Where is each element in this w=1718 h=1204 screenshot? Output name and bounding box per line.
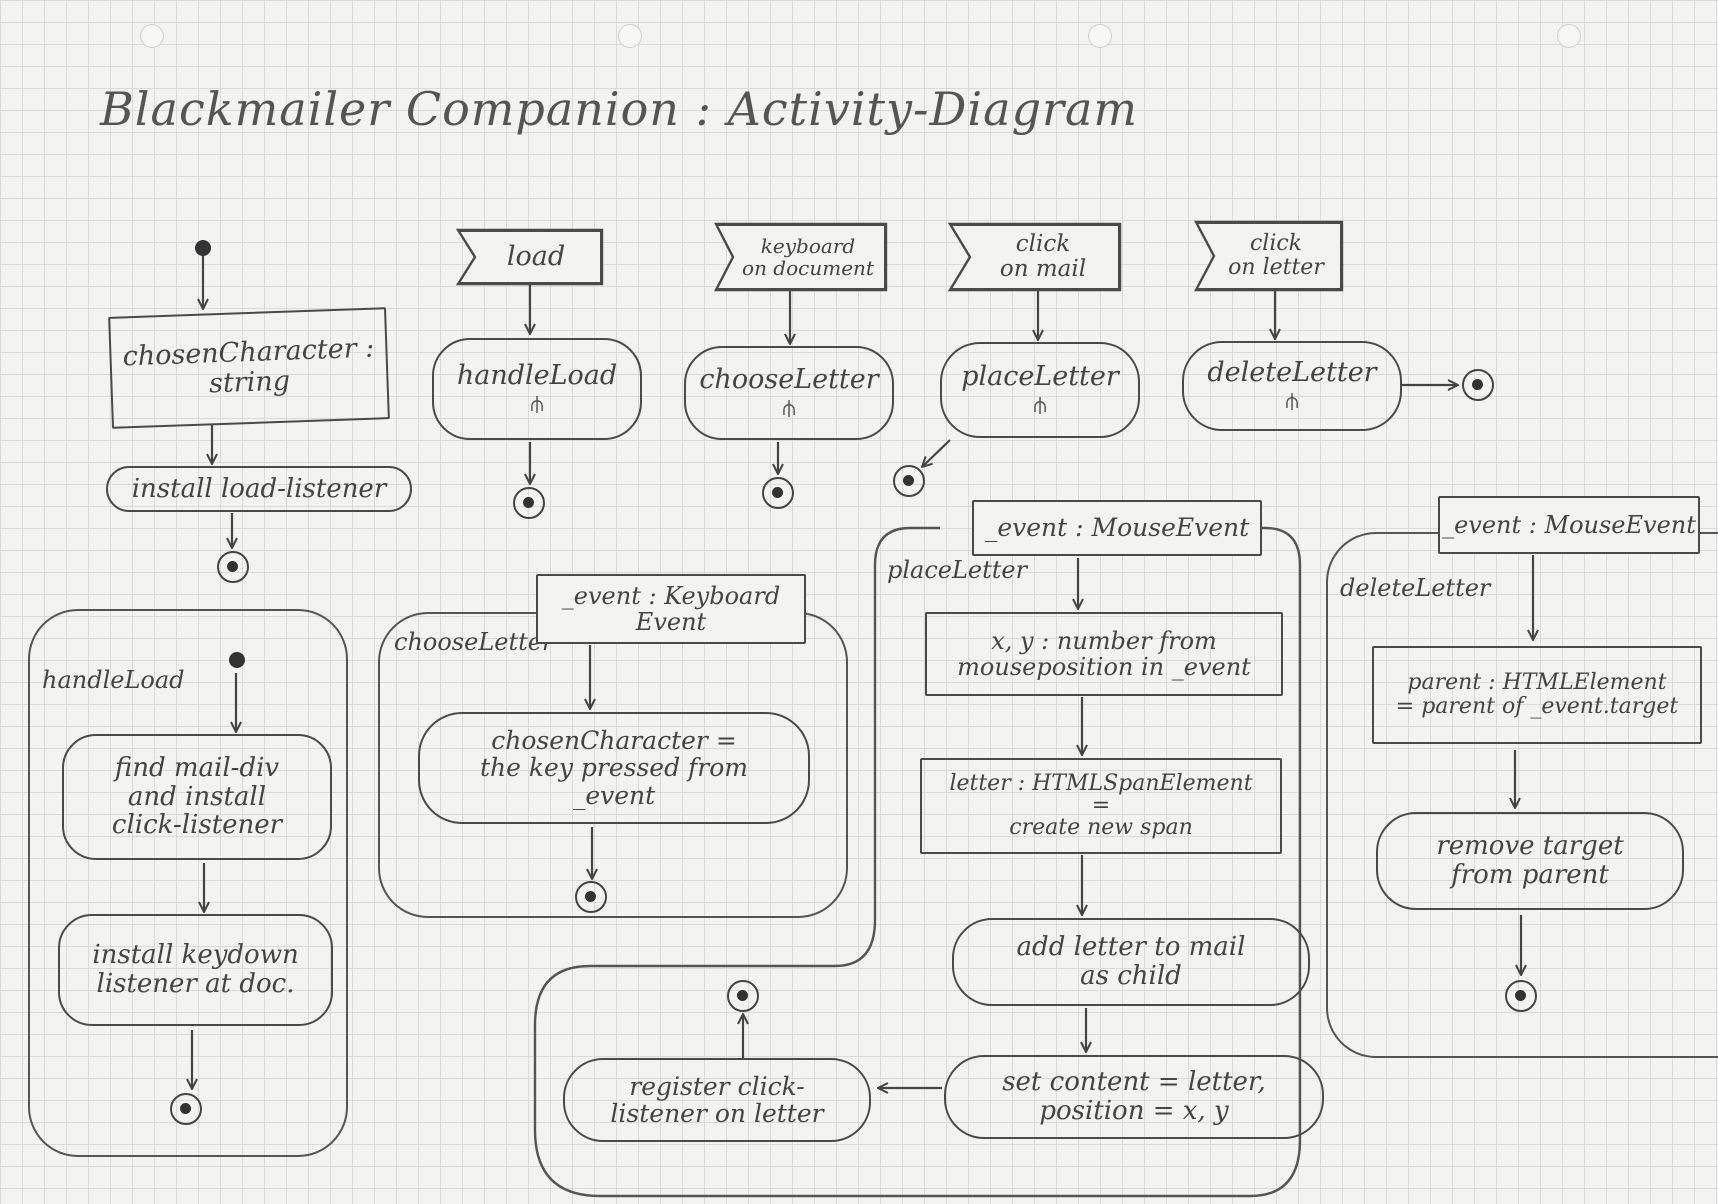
action-text: placeLetter bbox=[961, 361, 1119, 393]
register-click-listener-action: register click- listener on letter bbox=[563, 1058, 871, 1142]
action-text: chooseLetter bbox=[699, 364, 879, 396]
binder-hole bbox=[1088, 24, 1112, 48]
action-text: remove target from parent bbox=[1436, 831, 1624, 890]
action-text: install load-listener bbox=[131, 473, 387, 504]
place-letter-action: placeLetter ⫛ bbox=[940, 342, 1140, 438]
action-text: add letter to mail as child bbox=[1016, 932, 1246, 991]
handle-load-action: handleLoad ⫛ bbox=[432, 338, 642, 440]
final-node bbox=[513, 487, 545, 519]
xy-object-node: x, y : number from mouseposition in _eve… bbox=[925, 612, 1283, 696]
install-load-listener-action: install load-listener bbox=[106, 466, 412, 512]
binder-hole bbox=[140, 24, 164, 48]
set-content-position-action: set content = letter, position = x, y bbox=[944, 1055, 1324, 1139]
mouse-event-parameter: _event : MouseEvent bbox=[972, 500, 1262, 556]
signal-load: load bbox=[458, 230, 602, 284]
activity-label: handleLoad bbox=[42, 666, 185, 694]
signal-label: load bbox=[506, 241, 566, 273]
action-text: set content = letter, position = x, y bbox=[1002, 1067, 1266, 1126]
final-node bbox=[893, 465, 925, 497]
set-chosen-character-action: chosenCharacter = the key pressed from _… bbox=[418, 712, 810, 824]
parent-object-node: parent : HTMLElement = parent of _event.… bbox=[1372, 646, 1702, 744]
final-node bbox=[1462, 369, 1494, 401]
remove-target-action: remove target from parent bbox=[1376, 812, 1684, 910]
binder-hole bbox=[1557, 24, 1581, 48]
find-mail-div-action: find mail-div and install click-listener bbox=[62, 734, 332, 860]
final-node bbox=[170, 1093, 202, 1125]
signal-label: keyboard on document bbox=[742, 234, 874, 280]
keyboard-event-parameter: _event : Keyboard Event bbox=[536, 574, 806, 644]
parameter-text: _event : MouseEvent bbox=[984, 513, 1250, 543]
action-text: find mail-div and install click-listener bbox=[111, 753, 283, 841]
diagram-title: Blackmailer Companion : Activity-Diagram bbox=[100, 82, 1139, 136]
choose-letter-action: chooseLetter ⫛ bbox=[684, 346, 894, 440]
flow-arrow bbox=[922, 439, 951, 467]
initial-node bbox=[229, 652, 245, 668]
object-node-text: x, y : number from mouseposition in _eve… bbox=[957, 626, 1251, 681]
signal-label: click on letter bbox=[1228, 230, 1324, 280]
object-node-text: parent : HTMLElement = parent of _event.… bbox=[1395, 669, 1679, 719]
binder-hole bbox=[618, 24, 642, 48]
action-text: install keydown listener at doc. bbox=[92, 940, 299, 999]
activity-label: chooseLetter bbox=[394, 628, 554, 656]
delete-letter-action: deleteLetter ⫛ bbox=[1182, 341, 1402, 431]
add-letter-to-mail-action: add letter to mail as child bbox=[952, 918, 1310, 1006]
parameter-text: _event : Keyboard Event bbox=[561, 581, 781, 636]
action-text: register click- listener on letter bbox=[610, 1071, 824, 1128]
rake-icon: ⫛ bbox=[1033, 392, 1047, 418]
parameter-text: _event : MouseEvent bbox=[1442, 510, 1696, 539]
action-text: chosenCharacter = the key pressed from _… bbox=[479, 725, 749, 810]
initial-node bbox=[195, 240, 211, 256]
signal-label: click on mail bbox=[999, 230, 1087, 282]
activity-label: deleteLetter bbox=[1340, 574, 1491, 602]
action-text: deleteLetter bbox=[1207, 357, 1377, 389]
letter-span-object-node: letter : HTMLSpanElement = create new sp… bbox=[920, 758, 1282, 854]
final-node bbox=[217, 551, 249, 583]
install-keydown-action: install keydown listener at doc. bbox=[58, 914, 333, 1026]
object-node-text: letter : HTMLSpanElement = create new sp… bbox=[949, 771, 1253, 840]
action-text: handleLoad bbox=[456, 360, 618, 392]
handle-load-activity-frame bbox=[28, 609, 348, 1157]
rake-icon: ⫛ bbox=[530, 391, 544, 417]
final-node bbox=[575, 881, 607, 913]
signal-click-on-letter: click on letter bbox=[1196, 222, 1342, 290]
activity-label: placeLetter bbox=[887, 556, 1028, 584]
final-node bbox=[762, 477, 794, 509]
rake-icon: ⫛ bbox=[1285, 388, 1299, 414]
final-node bbox=[727, 980, 759, 1012]
signal-keyboard-on-document: keyboard on document bbox=[716, 224, 886, 290]
mouse-event-parameter: _event : MouseEvent bbox=[1438, 496, 1700, 554]
rake-icon: ⫛ bbox=[782, 395, 796, 421]
final-node bbox=[1505, 980, 1537, 1012]
